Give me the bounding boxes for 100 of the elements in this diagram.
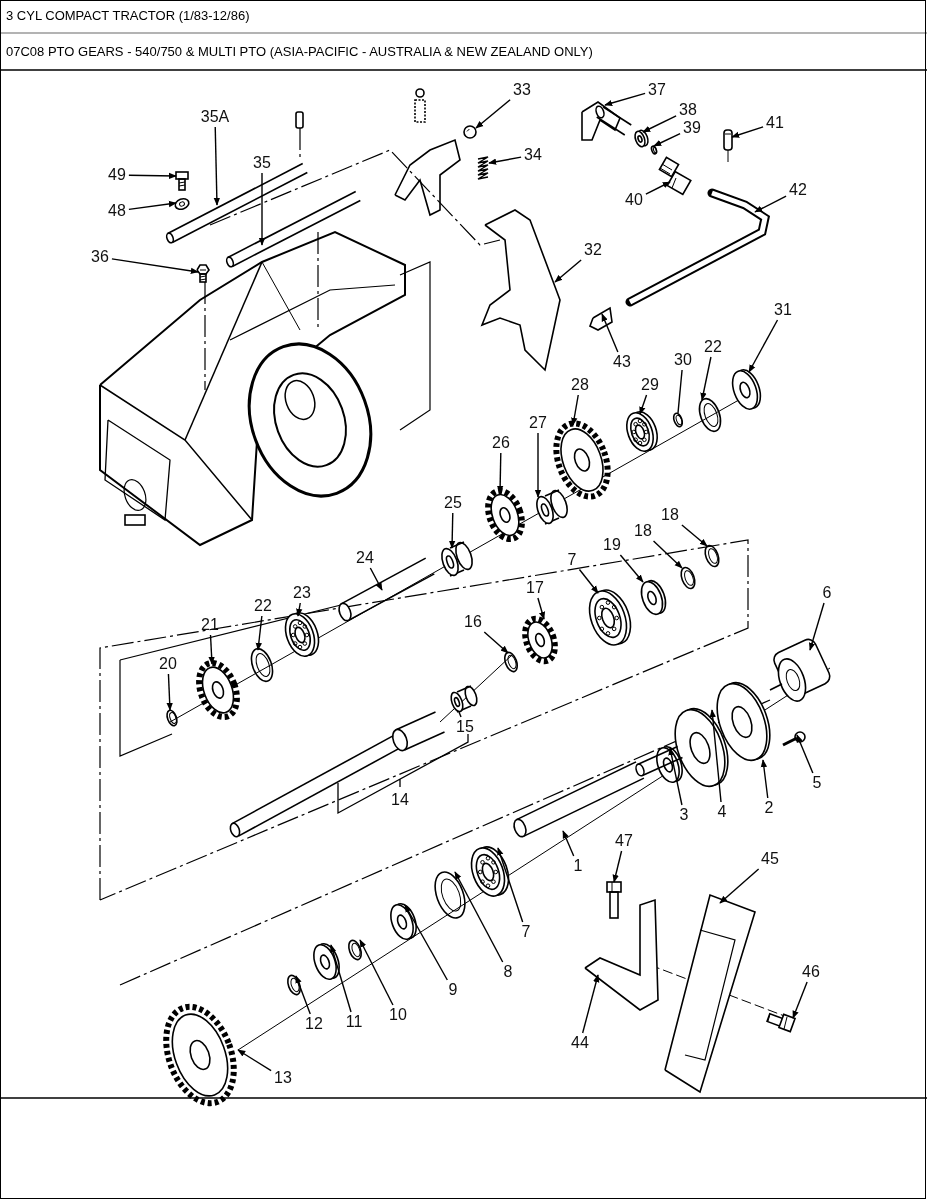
gear-drawing <box>485 487 525 543</box>
bolt-drawing <box>782 731 806 747</box>
washer-drawing <box>640 579 667 616</box>
leader-line <box>681 524 708 547</box>
callout-number: 28 <box>570 377 590 393</box>
callout-number: 34 <box>523 147 543 163</box>
leader-line <box>562 830 575 857</box>
leader-line <box>668 747 683 806</box>
callout-number: 46 <box>801 964 821 980</box>
callout-number: 23 <box>292 585 312 601</box>
snap-ring-drawing <box>704 544 720 568</box>
leader-line <box>448 512 456 549</box>
washer-drawing <box>656 746 683 783</box>
leader-line <box>748 319 779 373</box>
washer-drawing <box>731 369 762 410</box>
leader-line <box>458 711 462 718</box>
callout-number: 6 <box>821 585 833 601</box>
callout-number: 22 <box>253 598 273 614</box>
page-title: 3 CYL COMPACT TRACTOR (1/83-12/86) <box>6 8 250 23</box>
washer-drawing <box>313 943 340 980</box>
leader-line <box>537 597 546 620</box>
plate-drawing <box>664 893 756 1094</box>
leader-line <box>404 904 449 981</box>
callout-number: 16 <box>463 614 483 630</box>
section-heading: 07C08 PTO GEARS - 540/750 & MULTI PTO (ASIA-PACIFIC - AUSTRALIA & NEW ZEALAND ONLY) <box>6 44 593 59</box>
callout-number: 14 <box>390 792 410 808</box>
leader-line <box>792 981 808 1019</box>
bearing-drawing <box>284 612 320 657</box>
gear-drawing <box>522 615 558 665</box>
snap-ring-drawing <box>348 939 362 961</box>
leader-line <box>237 1049 272 1072</box>
leader-line <box>359 939 394 1006</box>
callout-number: 10 <box>388 1007 408 1023</box>
snap-ring-drawing <box>698 397 722 433</box>
leader-line <box>719 868 760 904</box>
leader-line <box>488 156 522 165</box>
callout-number: 40 <box>624 192 644 208</box>
callout-number: 27 <box>528 415 548 431</box>
leader-line <box>578 568 599 594</box>
leader-line <box>754 195 787 213</box>
leader-line <box>497 847 524 923</box>
callout-number: 31 <box>773 302 793 318</box>
leader-line <box>653 132 681 147</box>
washer-drawing <box>674 707 729 788</box>
leader-line <box>258 172 266 246</box>
bolt-drawing <box>766 1012 797 1033</box>
callout-number: 9 <box>447 982 459 998</box>
washer-drawing <box>716 681 771 762</box>
callout-number: 18 <box>633 523 653 539</box>
leader-line <box>295 975 311 1015</box>
callout-number: 2 <box>763 800 775 816</box>
snap-ring-drawing <box>672 412 684 428</box>
callout-number: 35 <box>252 155 272 171</box>
spring-drawing <box>477 156 489 180</box>
bushing-drawing <box>441 541 473 577</box>
snap-ring-drawing <box>250 647 274 683</box>
ball-drawing <box>463 125 477 139</box>
snap-ring-drawing <box>650 145 658 155</box>
callout-number: 33 <box>512 82 532 98</box>
callout-number: 15 <box>455 719 475 735</box>
leader-line <box>619 554 644 583</box>
bushing-drawing <box>536 489 568 525</box>
callout-number: 26 <box>491 435 511 451</box>
snap-ring-drawing <box>287 974 301 996</box>
bearing-drawing <box>470 846 510 897</box>
callout-number: 37 <box>647 82 667 98</box>
callout-number: 44 <box>570 1035 590 1051</box>
bearing-drawing <box>626 410 658 453</box>
leader-line <box>796 734 814 774</box>
lever-drawing <box>581 101 633 141</box>
callout-number: 36 <box>90 249 110 265</box>
gear-drawing <box>163 1003 237 1107</box>
leader-line <box>760 759 769 799</box>
snap-ring-drawing <box>434 871 466 919</box>
callout-number: 5 <box>811 775 823 791</box>
leader-line <box>639 394 648 415</box>
leader-line <box>571 394 579 426</box>
callout-number: 21 <box>200 617 220 633</box>
washer-drawing <box>634 129 649 148</box>
callout-number: 38 <box>678 102 698 118</box>
plug-drawing <box>196 264 210 283</box>
leader-line <box>554 259 582 283</box>
leader-line <box>330 944 352 1013</box>
leader-line <box>255 615 263 651</box>
bolt-drawing <box>606 881 622 919</box>
callout-number: 29 <box>640 377 660 393</box>
callout-number: 45 <box>760 851 780 867</box>
callout-number: 12 <box>304 1016 324 1032</box>
callout-number: 17 <box>525 580 545 596</box>
callout-number: 7 <box>520 924 532 940</box>
leader-line <box>612 850 623 883</box>
callout-number: 43 <box>612 354 632 370</box>
leader-line <box>213 126 221 206</box>
leader-line <box>483 631 509 654</box>
rod-drawing <box>625 188 771 307</box>
callout-number: 39 <box>682 120 702 136</box>
callout-number: 30 <box>673 352 693 368</box>
leader-line <box>208 634 215 665</box>
washer-drawing <box>390 903 417 940</box>
callout-number: 8 <box>502 964 514 980</box>
